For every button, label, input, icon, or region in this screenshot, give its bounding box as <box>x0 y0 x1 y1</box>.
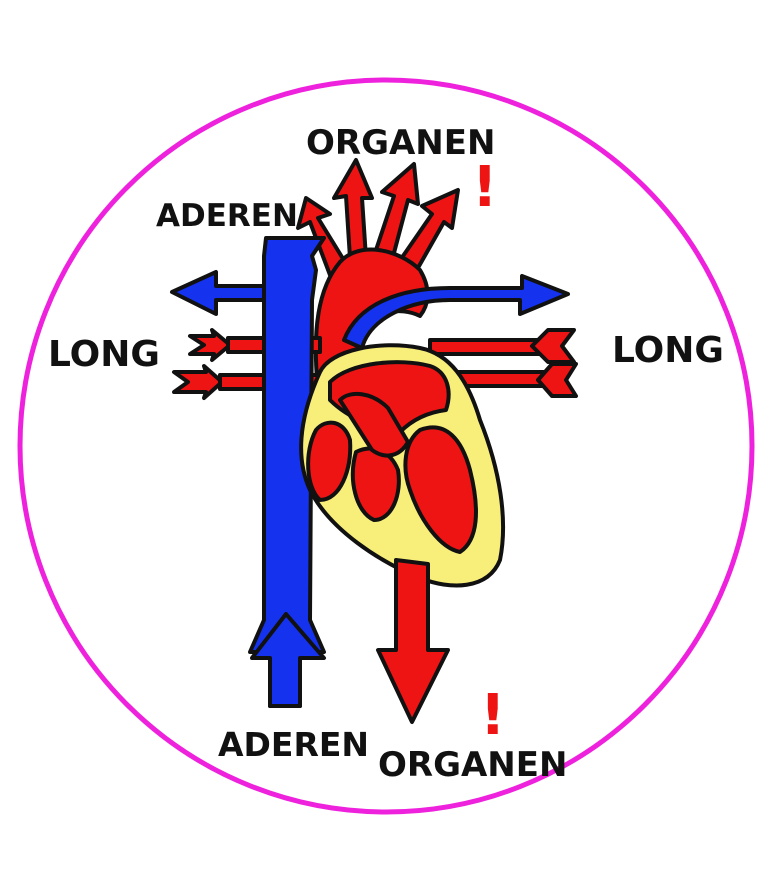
heart <box>299 343 506 588</box>
descending-aorta <box>376 558 450 724</box>
label-bottom-organs: ORGANEN <box>378 745 567 785</box>
pulmonary-artery-right <box>342 274 570 350</box>
pulmonary-veins-right <box>428 328 578 398</box>
exclamation-top: ! <box>472 155 498 220</box>
pulmonary-vein-left-1 <box>188 328 232 362</box>
label-bottom-veins: ADEREN <box>218 725 369 764</box>
pulmonary-vein-right-2-tip <box>536 362 578 398</box>
right-ventricle <box>306 420 353 502</box>
artery-branch-2 <box>332 158 374 260</box>
ventricle-septum-flap <box>350 446 401 522</box>
label-right-lung: LONG <box>612 330 724 371</box>
frame-circle <box>17 77 755 815</box>
label-left-lung: LONG <box>48 334 160 375</box>
label-top-organs: ORGANEN <box>306 123 495 163</box>
label-top-veins: ADEREN <box>156 198 298 234</box>
left-ventricle <box>403 425 478 554</box>
descending-aorta-body <box>376 558 450 724</box>
vena-cava-arrow-head <box>250 612 326 708</box>
vena-cava <box>248 236 326 708</box>
pulmonary-vein-left-2 <box>172 364 224 400</box>
aortic-outflow <box>338 391 410 458</box>
exclamation-bottom: ! <box>480 683 506 748</box>
pulmonary-vein-right-1-tip <box>530 328 576 364</box>
